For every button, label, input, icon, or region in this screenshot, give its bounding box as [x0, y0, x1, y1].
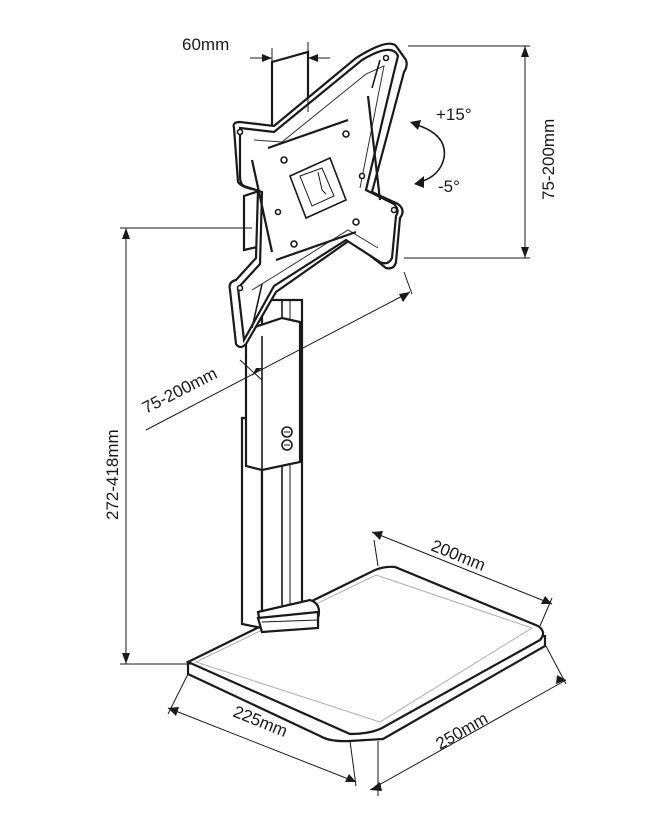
tilt-up-label: +15° — [436, 105, 472, 124]
mounting-slot — [250, 59, 382, 329]
base-plate — [185, 565, 547, 743]
dimension-vesa-vertical-label: 75-200mm — [539, 119, 558, 200]
dimension-base-depth-label: 200mm — [429, 536, 489, 575]
dimension-height: 272-418mm — [103, 227, 252, 665]
dimension-mount-gap: 60mm — [182, 35, 330, 120]
dimension-mount-gap-label: 60mm — [182, 35, 229, 54]
dimension-vesa-vertical: 75-200mm — [404, 45, 558, 259]
dimension-height-label: 272-418mm — [103, 429, 122, 520]
column — [240, 298, 321, 634]
mounting-hole — [236, 54, 398, 292]
dimension-base-diagonal-label: 250mm — [433, 709, 492, 754]
dimension-vesa-horizontal-label: 75-200mm — [139, 364, 220, 418]
tilt-down-label: -5° — [438, 177, 460, 196]
vesa-mount-plate — [228, 42, 408, 349]
height-adjust-knob-icon[interactable] — [281, 426, 293, 451]
tilt-arrow-icon: +15° -5° — [410, 105, 472, 196]
